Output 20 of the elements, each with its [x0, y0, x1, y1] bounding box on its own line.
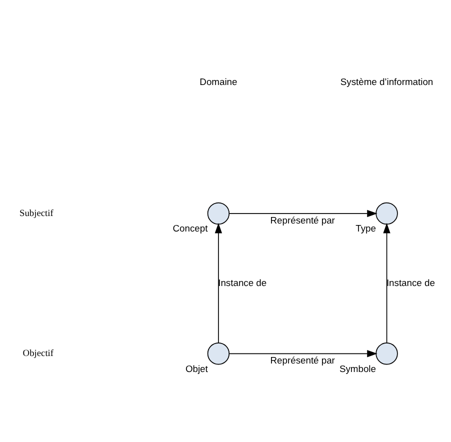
edge-label: Représenté par: [270, 214, 335, 226]
node-circle: [207, 342, 230, 365]
arrow: [228, 350, 378, 358]
node-circle: [376, 202, 398, 225]
node-label: Concept: [172, 222, 208, 234]
node-label: Symbole: [339, 362, 376, 374]
label: Subjectif: [20, 208, 54, 219]
label: Domaine: [200, 76, 238, 88]
arrow: [214, 222, 222, 344]
label: Objectif: [22, 349, 54, 360]
edge-label: Instance de: [386, 276, 435, 288]
edge-label: Instance de: [218, 276, 267, 288]
node-circle: [207, 202, 230, 225]
edge-label: Représenté par: [270, 354, 335, 366]
arrow: [228, 210, 378, 218]
node-circle: [376, 342, 398, 365]
arrow: [383, 222, 390, 344]
node-label: Type: [356, 222, 376, 234]
node-label: Objet: [185, 362, 208, 374]
label: Système d’information: [340, 76, 434, 88]
